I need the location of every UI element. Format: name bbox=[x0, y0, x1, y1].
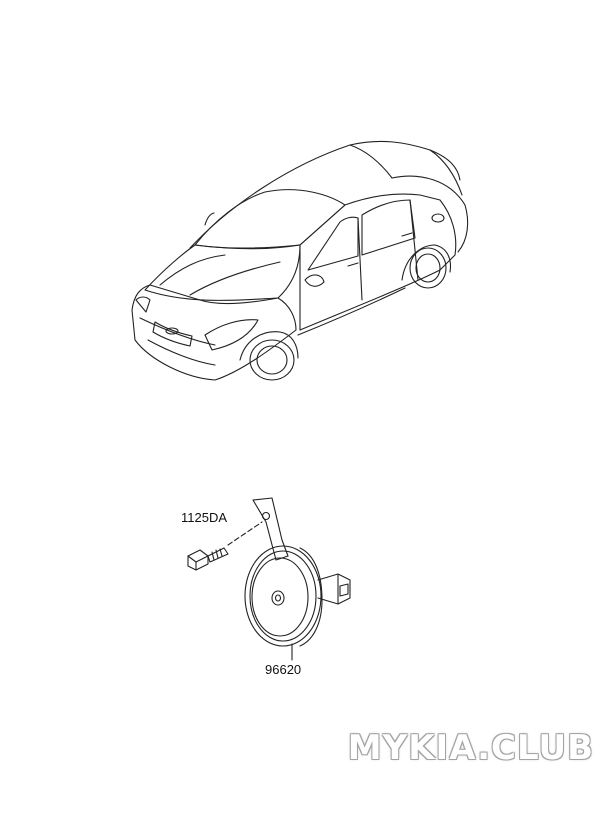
watermark: MYKIA.CLUB bbox=[347, 728, 594, 768]
part-number-bolt: 1125DA bbox=[181, 510, 228, 525]
horn bbox=[244, 545, 351, 647]
part-number-horn: 96620 bbox=[265, 662, 302, 677]
install-line bbox=[227, 521, 263, 546]
bolt bbox=[187, 547, 229, 571]
bracket bbox=[252, 497, 289, 561]
bracket-hole bbox=[261, 511, 271, 521]
